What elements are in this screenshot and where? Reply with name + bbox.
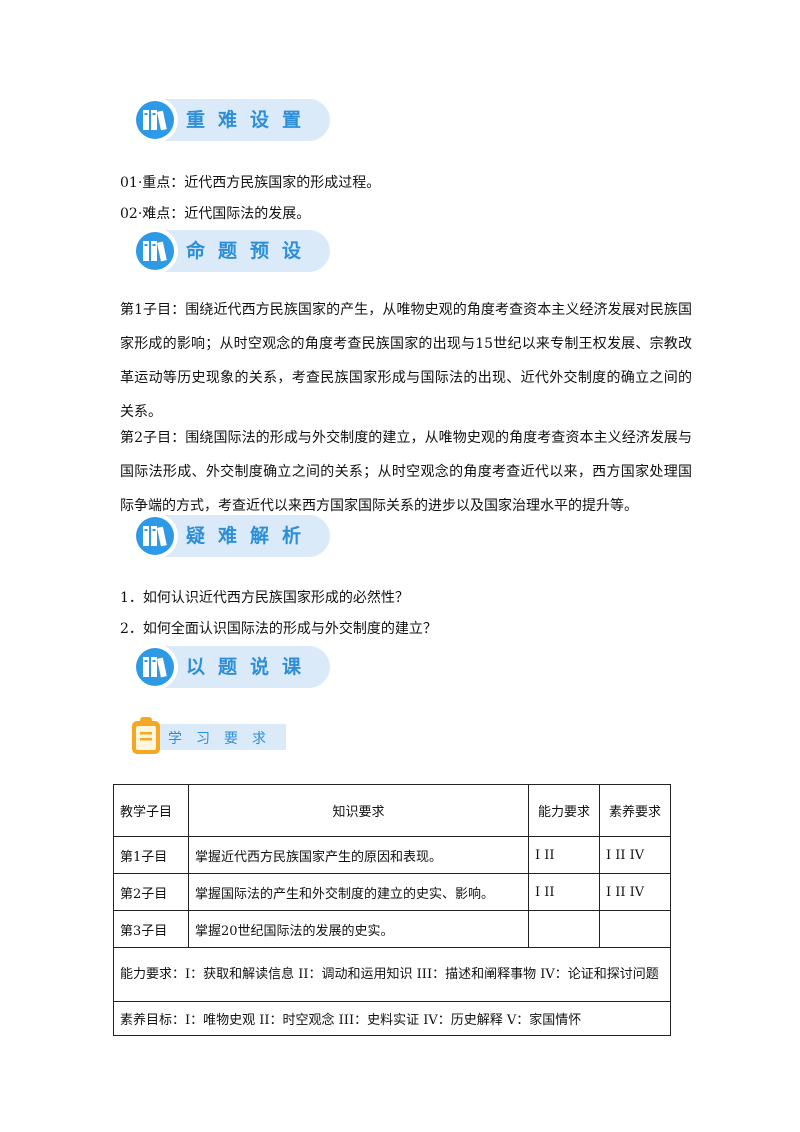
literacy-note-row: 素养目标：I：唯物史观 II：时空观念 III：史料实证 IV：历史解释 V：家… [113,1001,671,1036]
cell-ability: I II [528,836,600,874]
requirements-table: 教学子目 知识要求 能力要求 素养要求 第1子目 掌握近代西方民族国家产生的原因… [113,784,671,1036]
cell-knowledge: 掌握近代西方民族国家产生的原因和表现。 [188,836,529,874]
cell-literacy: I II IV [599,873,671,911]
table-header-row: 教学子目 知识要求 能力要求 素养要求 [113,784,671,837]
books-icon [143,110,167,131]
study-requirements-title: 学习要求 [168,731,280,747]
cell-knowledge: 掌握国际法的产生和外交制度的建立的史实、影响。 [188,873,529,911]
cell-literacy: I II IV [599,836,671,874]
question-2: 2．如何全面认识国际法的形成与外交制度的建立？ [120,621,437,637]
section-banner-topics: 命题预设 [132,228,330,274]
table-row: 第2子目 掌握国际法的产生和外交制度的建立的史实、影响。 I II I II I… [113,873,671,911]
study-requirements-banner: 学习要求 [120,716,286,756]
cell-ability [528,910,600,948]
cell-literacy [599,910,671,948]
topic-1-paragraph: 第1子目：围绕近代西方民族国家的产生，从唯物史观的角度考查资本主义经济发展对民族… [120,302,692,420]
section-banner-difficulty: 重难设置 [132,97,330,143]
section-banner-questions: 疑难解析 [132,513,330,559]
books-icon [143,526,167,547]
cell-subitem: 第2子目 [113,873,189,911]
cell-knowledge: 掌握20世纪国际法的发展的史实。 [188,910,529,948]
books-icon [143,657,167,678]
cell-subitem: 第3子目 [113,910,189,948]
books-icon [143,241,167,262]
table-row: 第1子目 掌握近代西方民族国家产生的原因和表现。 I II I II IV [113,836,671,874]
header-knowledge: 知识要求 [188,784,529,837]
ability-note: 能力要求：I：获取和解读信息 II：调动和运用知识 III：描述和阐释事物 IV… [113,947,671,1002]
hard-point: 02·难点：近代国际法的发展。 [120,206,311,222]
section-title-lesson: 以题说课 [186,656,315,678]
header-subitem: 教学子目 [113,784,189,837]
header-literacy: 素养要求 [599,784,671,837]
section-banner-lesson: 以题说课 [132,644,330,690]
cell-ability: I II [528,873,600,911]
section-title-questions: 疑难解析 [186,525,315,547]
table-row: 第3子目 掌握20世纪国际法的发展的史实。 [113,910,671,948]
cell-subitem: 第1子目 [113,836,189,874]
section-title-difficulty: 重难设置 [186,109,315,131]
question-1: 1．如何认识近代西方民族国家形成的必然性？ [120,590,409,606]
topic-2-paragraph: 第2子目：围绕国际法的形成与外交制度的建立，从唯物史观的角度考查资本主义经济发展… [120,430,692,514]
key-point: 01·重点：近代西方民族国家的形成过程。 [120,175,381,191]
header-ability: 能力要求 [528,784,600,837]
literacy-note: 素养目标：I：唯物史观 II：时空观念 III：史料实证 IV：历史解释 V：家… [113,1001,671,1036]
clipboard-icon [132,717,160,754]
section-title-topics: 命题预设 [186,240,315,262]
ability-note-row: 能力要求：I：获取和解读信息 II：调动和运用知识 III：描述和阐释事物 IV… [113,947,671,1002]
